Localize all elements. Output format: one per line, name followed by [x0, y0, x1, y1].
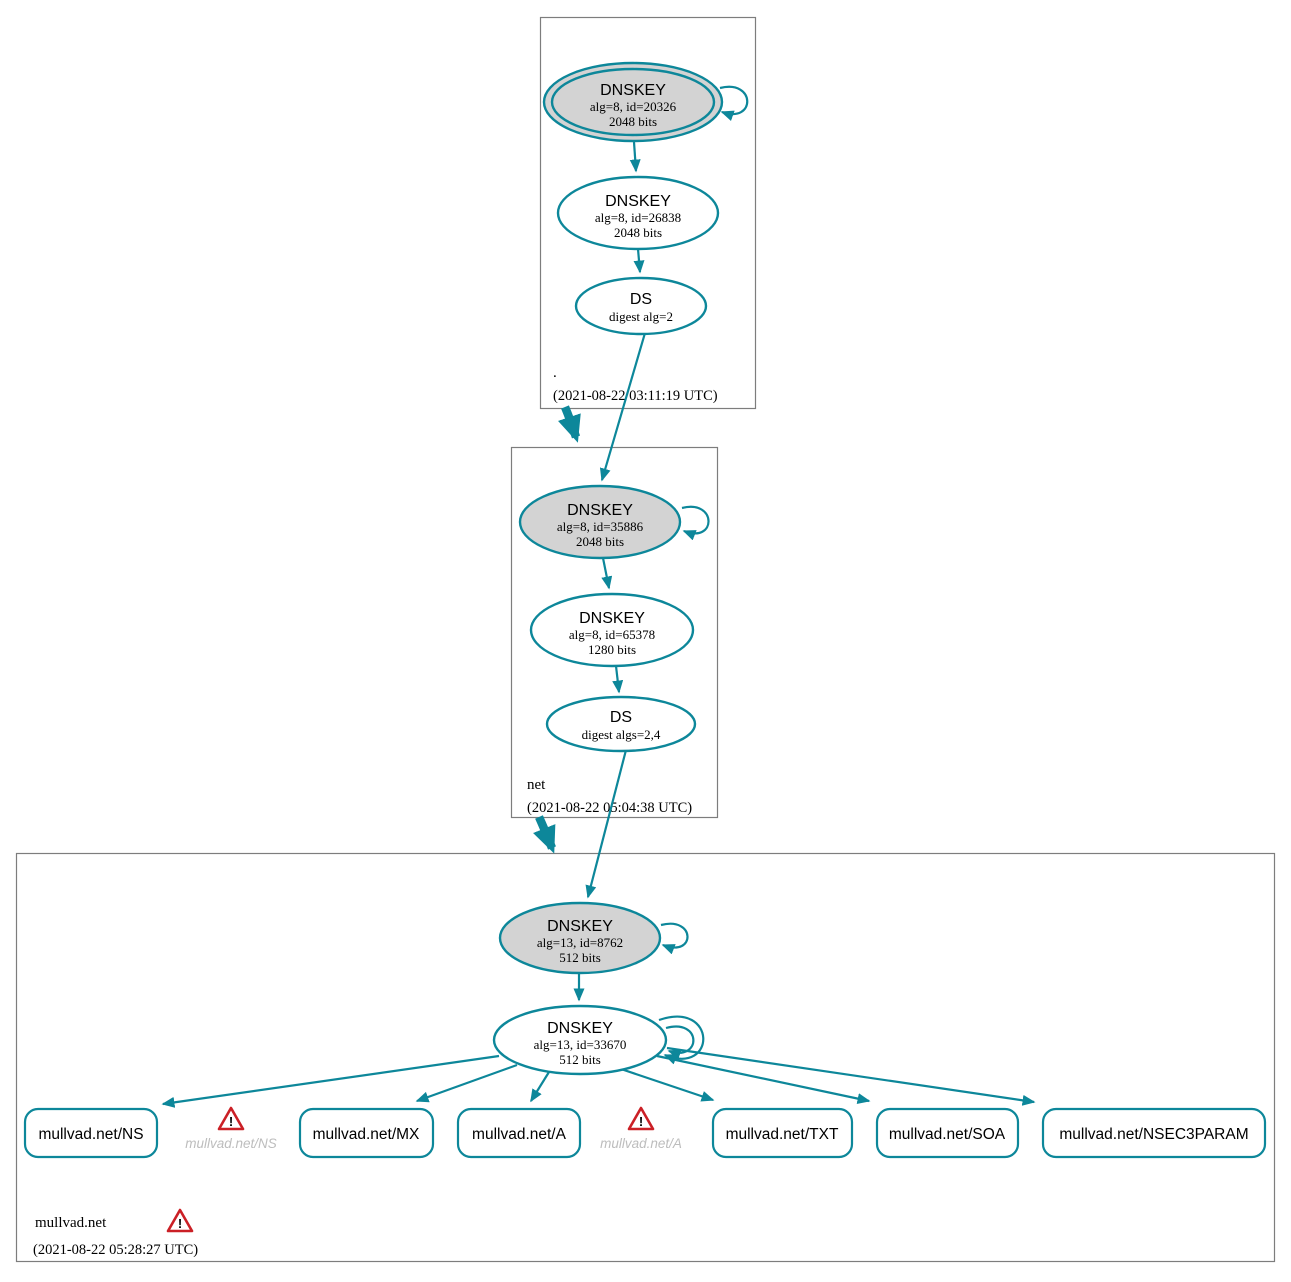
root-zsk-bits: 2048 bits [614, 225, 662, 240]
mullvad-zsk-detail: alg=13, id=33670 [534, 1037, 627, 1052]
mullvad-ksk-bits: 512 bits [559, 950, 601, 965]
net-ksk-title: DNSKEY [567, 502, 633, 519]
edge-zsk-to-rrset-nsec3param [666, 1046, 1036, 1106]
net-ds-node[interactable] [545, 695, 697, 753]
rrset-a-label: mullvad.net/A [472, 1126, 567, 1143]
root-zone-timestamp: (2021-08-22 03:11:19 UTC) [553, 388, 718, 404]
net-zone-name: net [527, 777, 546, 793]
rrset-soa-box[interactable] [875, 1107, 1020, 1159]
delegation-arrow-root-to-net [557, 405, 581, 443]
rrset-ns-box[interactable] [23, 1107, 159, 1159]
rrset-txt-box[interactable] [711, 1107, 854, 1159]
rrset-soa-label: mullvad.net/SOA [889, 1126, 1006, 1143]
edge-mullvad-ksk-selfloop [660, 922, 689, 955]
root-ds-detail: digest alg=2 [609, 309, 673, 324]
mullvad-zone-box [15, 852, 1276, 1263]
edge-zsk-to-rrset-ns [161, 1054, 500, 1108]
edge-net-ksk-selfloop [681, 505, 710, 541]
edge-root-ds-to-net-ksk [599, 332, 647, 482]
mullvad-ksk-title: DNSKEY [547, 918, 613, 935]
mullvad-zsk-bits: 512 bits [559, 1052, 601, 1067]
edge-root-zsk-to-ds [633, 248, 645, 274]
root-ds-node[interactable] [574, 276, 708, 336]
root-zsk-title: DNSKEY [605, 193, 671, 210]
edge-net-ksk-to-zsk [601, 557, 613, 590]
rrset-nsec3param-box[interactable] [1041, 1107, 1267, 1159]
mullvad-zsk-node[interactable] [492, 1004, 668, 1076]
svg-text:!: ! [178, 1216, 182, 1231]
root-zsk-detail: alg=8, id=26838 [595, 210, 681, 225]
rrset-nsec3param-label: mullvad.net/NSEC3PARAM [1059, 1126, 1248, 1143]
rrset-txt-label: mullvad.net/TXT [726, 1126, 839, 1143]
edge-mullvad-zsk-selfloop-outer [658, 1015, 705, 1065]
warning-icon: ! [217, 1106, 245, 1131]
net-ksk-bits: 2048 bits [576, 534, 624, 549]
rrset-mx-label: mullvad.net/MX [313, 1126, 420, 1143]
root-zsk-node[interactable] [556, 175, 720, 251]
mullvad-ksk-node[interactable] [498, 901, 662, 975]
edge-net-ds-to-mullvad-ksk [585, 749, 628, 899]
root-ksk-title: DNSKEY [600, 82, 666, 99]
rrset-a-box[interactable] [456, 1107, 582, 1159]
root-ksk-detail: alg=8, id=20326 [590, 99, 677, 114]
net-ksk-detail: alg=8, id=35886 [557, 519, 644, 534]
mullvad-zone-timestamp: (2021-08-22 05:28:27 UTC) [33, 1242, 198, 1258]
mullvad-zsk-title: DNSKEY [547, 1020, 613, 1037]
mullvad-zone-name: mullvad.net [35, 1215, 107, 1231]
root-ksk-node[interactable] [542, 61, 724, 143]
delegation-arrow-net-to-mullvad [533, 815, 556, 854]
net-ksk-node[interactable] [518, 484, 682, 560]
net-ds-title: DS [610, 709, 632, 726]
missing-rrset-ns-label: mullvad.net/NS [185, 1136, 277, 1151]
edge-mullvad-zsk-selfloop-inner [665, 1025, 695, 1060]
root-ksk-bits: 2048 bits [609, 114, 657, 129]
rrset-ns-label: mullvad.net/NS [38, 1126, 143, 1143]
root-zone-name: . [553, 365, 557, 381]
mullvad-ksk-detail: alg=13, id=8762 [537, 935, 623, 950]
edge-zsk-to-rrset-mx [415, 1063, 518, 1103]
net-ds-detail: digest algs=2,4 [582, 727, 661, 742]
net-zone-box [510, 446, 719, 819]
net-zsk-node[interactable] [529, 592, 695, 668]
net-zone-timestamp: (2021-08-22 05:04:38 UTC) [527, 800, 692, 816]
missing-rrset-a-label: mullvad.net/A [600, 1136, 682, 1151]
net-zsk-bits: 1280 bits [588, 642, 636, 657]
svg-text:!: ! [639, 1114, 643, 1129]
edge-net-zsk-to-ds [612, 665, 624, 694]
edge-zsk-to-rrset-txt [614, 1065, 715, 1102]
warning-icon: ! [166, 1208, 194, 1233]
root-zone-box [539, 16, 757, 410]
warning-icon: ! [627, 1106, 655, 1131]
rrset-mx-box[interactable] [298, 1107, 435, 1159]
edge-zsk-to-rrset-soa [656, 1054, 871, 1104]
net-zsk-detail: alg=8, id=65378 [569, 627, 655, 642]
root-ksk-inner-ring [550, 67, 716, 137]
edge-root-ksk-selfloop [719, 85, 749, 122]
net-zsk-title: DNSKEY [579, 610, 645, 627]
svg-text:!: ! [229, 1114, 233, 1129]
edge-zsk-to-rrset-a [530, 1071, 550, 1103]
root-ds-title: DS [630, 291, 652, 308]
edge-root-ksk-to-zsk [629, 141, 641, 173]
